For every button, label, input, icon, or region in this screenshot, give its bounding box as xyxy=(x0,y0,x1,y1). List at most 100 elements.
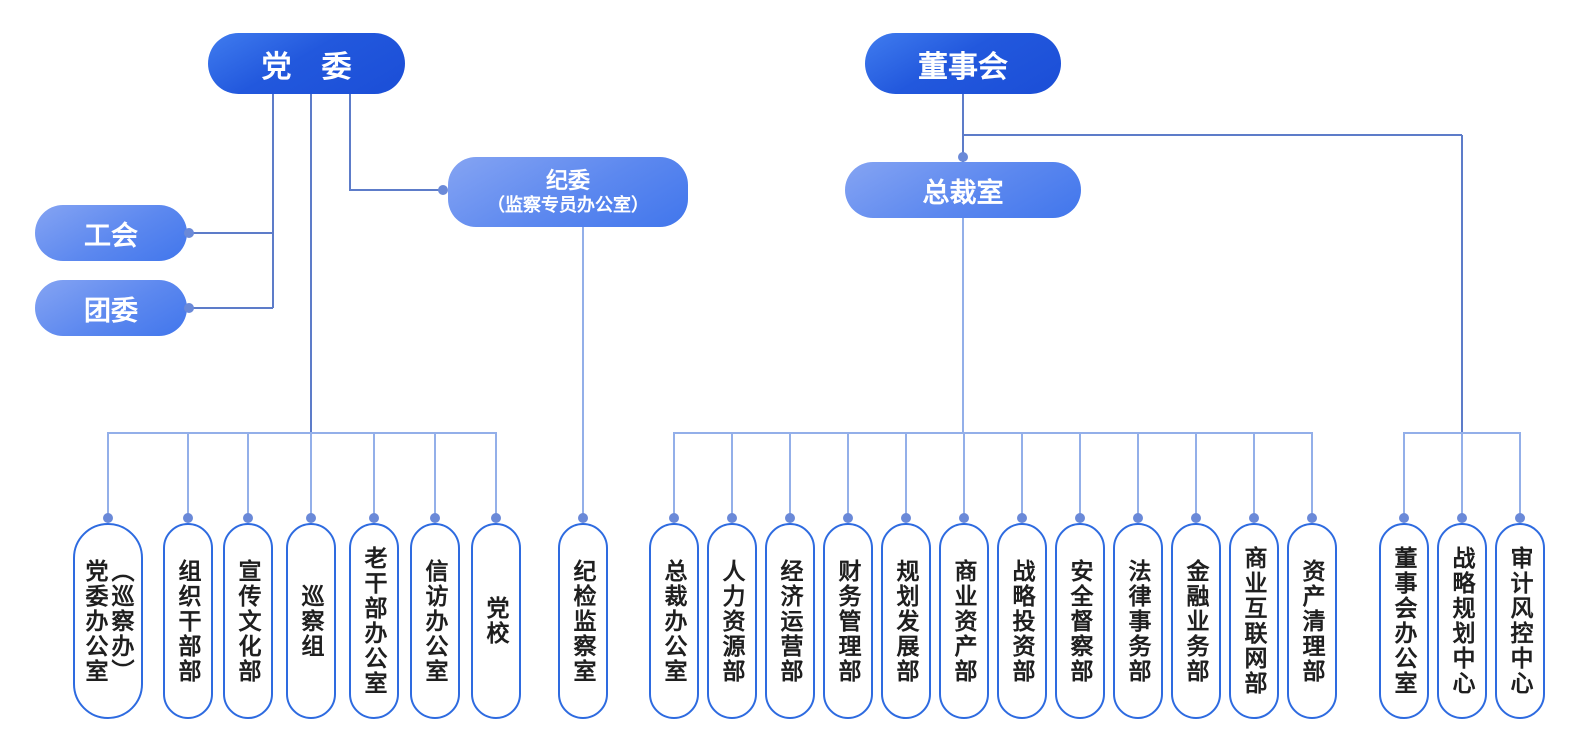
dept-pill-strategic-investment: 战略投资部 xyxy=(997,523,1047,719)
connector-drop xyxy=(673,432,675,518)
dept-label: 法律事务部 xyxy=(1125,558,1151,684)
connector-party-bus xyxy=(108,432,496,434)
dept-pill-finance-management: 财务管理部 xyxy=(823,523,873,719)
dept-label: 董事会办公室 xyxy=(1391,546,1417,696)
connector-dot xyxy=(1133,513,1143,523)
connector-party-main-drop xyxy=(310,94,312,433)
connector-dot xyxy=(1075,513,1085,523)
connector-drop xyxy=(107,432,109,518)
connector-dot xyxy=(1515,513,1525,523)
node-board-of-directors: 董事会 xyxy=(865,33,1061,94)
dept-pill-commercial-internet: 商业互联网部 xyxy=(1229,523,1279,719)
dept-pill-veteran-cadre-office: 老干部办公室 xyxy=(349,523,399,719)
connector-discipline-drop xyxy=(582,227,584,518)
connector-dot xyxy=(103,513,113,523)
connector-dot xyxy=(1017,513,1027,523)
connector-president-drop xyxy=(962,218,964,433)
connector-president-bus xyxy=(674,432,1312,434)
dept-label: 组织干部部 xyxy=(175,558,201,684)
connector-dot xyxy=(430,513,440,523)
dept-pill-audit-risk-control-center: 审计风控中心 xyxy=(1495,523,1545,719)
connector-dot xyxy=(1399,513,1409,523)
connector-drop xyxy=(905,432,907,518)
dept-label: 宣传文化部 xyxy=(235,558,261,684)
dept-label: 老干部办公室 xyxy=(361,546,387,696)
dept-pill-party-office: 党委办公室 （巡察办） xyxy=(73,523,143,719)
node-label: 团委 xyxy=(84,295,138,326)
connector-dot xyxy=(959,513,969,523)
connector-dot xyxy=(669,513,679,523)
dept-pill-inspection-team: 巡察组 xyxy=(286,523,336,719)
connector-dot xyxy=(958,152,968,162)
connector-party-to-union-branch xyxy=(272,94,274,308)
dept-pill-human-resources: 人力资源部 xyxy=(707,523,757,719)
node-party-committee: 党 委 xyxy=(208,33,405,94)
connector-drop xyxy=(1137,432,1139,518)
dept-pill-strategic-planning-center: 战略规划中心 xyxy=(1437,523,1487,719)
node-label: 纪委 xyxy=(545,168,590,193)
dept-pill-asset-clearing: 资产清理部 xyxy=(1287,523,1337,719)
node-labor-union: 工会 xyxy=(35,205,187,261)
connector-drop xyxy=(247,432,249,518)
connector-drop xyxy=(1195,432,1197,518)
connector-dot xyxy=(1191,513,1201,523)
node-discipline-committee: 纪委 （监察专员办公室） xyxy=(448,157,688,227)
dept-pill-economic-operations: 经济运营部 xyxy=(765,523,815,719)
connector-drop xyxy=(1253,432,1255,518)
dept-pill-organization: 组织干部部 xyxy=(163,523,213,719)
node-youth-league: 团委 xyxy=(35,280,187,336)
connector-drop xyxy=(434,432,436,518)
connector-drop xyxy=(1403,432,1405,518)
connector-dot xyxy=(578,513,588,523)
dept-label: 总裁办公室 xyxy=(661,558,687,684)
connector-drop xyxy=(495,432,497,518)
node-label: 总裁室 xyxy=(922,177,1004,208)
connector-drop xyxy=(1021,432,1023,518)
dept-label: 经济运营部 xyxy=(777,558,803,684)
dept-pill-president-office: 总裁办公室 xyxy=(649,523,699,719)
connector-board-branch-h xyxy=(963,134,1462,136)
dept-pill-legal-affairs: 法律事务部 xyxy=(1113,523,1163,719)
dept-label: 人力资源部 xyxy=(719,558,745,684)
dept-label: （巡察办） xyxy=(108,558,134,684)
connector-drop xyxy=(373,432,375,518)
dept-pill-safety-supervision: 安全督察部 xyxy=(1055,523,1105,719)
connector-dot xyxy=(727,513,737,523)
connector-drop xyxy=(731,432,733,518)
connector-party-to-discipline-v xyxy=(349,94,351,191)
connector-drop xyxy=(963,432,965,518)
connector-dot xyxy=(901,513,911,523)
connector-dot xyxy=(369,513,379,523)
dept-pill-board-office: 董事会办公室 xyxy=(1379,523,1429,719)
connector-drop xyxy=(1519,432,1521,518)
node-label: 董事会 xyxy=(918,50,1008,84)
dept-pill-commercial-assets: 商业资产部 xyxy=(939,523,989,719)
dept-label: 党校 xyxy=(483,596,509,646)
connector-drop xyxy=(1079,432,1081,518)
node-sublabel: （监察专员办公室） xyxy=(487,195,649,215)
dept-pill-petition-office: 信访办公室 xyxy=(410,523,460,719)
dept-label: 战略投资部 xyxy=(1009,558,1035,684)
dept-label: 财务管理部 xyxy=(835,558,861,684)
connector-board-to-president xyxy=(962,93,964,162)
connector-union-link xyxy=(190,232,273,234)
connector-dot xyxy=(785,513,795,523)
connector-drop xyxy=(1461,432,1463,518)
connector-dot xyxy=(183,513,193,523)
dept-label: 资产清理部 xyxy=(1299,558,1325,684)
connector-drop xyxy=(1311,432,1313,518)
dept-pill-financial-business: 金融业务部 xyxy=(1171,523,1221,719)
dept-label: 巡察组 xyxy=(298,583,324,659)
dept-label: 商业互联网部 xyxy=(1241,546,1267,696)
dept-pill-planning-development: 规划发展部 xyxy=(881,523,931,719)
dept-label: 商业资产部 xyxy=(951,558,977,684)
dept-label: 战略规划中心 xyxy=(1449,546,1475,696)
dept-pill-party-school: 党校 xyxy=(471,523,521,719)
connector-dot xyxy=(184,303,194,313)
dept-label: 党委办公室 xyxy=(82,558,108,684)
node-label: 工会 xyxy=(84,220,138,251)
connector-drop xyxy=(789,432,791,518)
dept-label: 规划发展部 xyxy=(893,558,919,684)
node-label: 党 委 xyxy=(261,50,352,84)
